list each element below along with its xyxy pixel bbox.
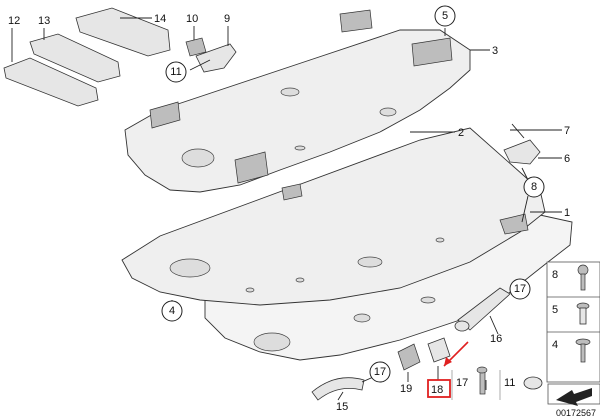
callout-1: 1 — [564, 207, 570, 219]
callout-9: 9 — [224, 13, 230, 25]
svg-text:4: 4 — [169, 305, 175, 317]
screw-icon — [577, 264, 589, 291]
clip-part-10 — [185, 37, 207, 57]
highlight-arrow — [443, 341, 469, 367]
legend-label-11: 11 — [504, 377, 515, 389]
svg-text:5: 5 — [442, 10, 448, 22]
fastener-legend: 8 5 4 — [546, 261, 600, 383]
grab-handle-16 — [454, 287, 511, 332]
screw-17 — [476, 366, 488, 395]
legend-label-8: 8 — [552, 269, 558, 281]
bolt-icon — [575, 338, 591, 363]
callout-circle-17-bottom: 17 — [369, 361, 391, 383]
legend-label-17: 17 — [456, 377, 468, 389]
cover-part-18 — [427, 337, 451, 363]
clip-11 — [523, 376, 543, 390]
callout-circle-8: 8 — [523, 176, 545, 198]
sun-visor-13 — [29, 33, 121, 83]
legend-label-5: 5 — [552, 304, 558, 316]
grab-handle-15 — [311, 377, 365, 401]
sun-visor-12 — [3, 57, 99, 107]
headliner-panel-3 — [124, 9, 471, 201]
callout-7: 7 — [564, 125, 570, 137]
callout-10: 10 — [186, 13, 198, 25]
svg-text:11: 11 — [170, 66, 181, 78]
svg-text:18: 18 — [431, 384, 443, 396]
callout-14: 14 — [154, 13, 166, 25]
legend-label-4: 4 — [552, 339, 558, 351]
callout-16: 16 — [490, 333, 502, 345]
callout-15: 15 — [336, 401, 348, 413]
headliner-panel-2 — [121, 127, 546, 306]
callout-19: 19 — [400, 383, 412, 395]
callout-highlight-18: 18 — [427, 379, 451, 398]
diagram-id: 00172567 — [556, 408, 596, 418]
wire-part-7 — [511, 123, 525, 139]
callout-circle-11: 11 — [165, 61, 187, 83]
clip-part-6 — [503, 139, 541, 165]
callout-circle-17-top: 17 — [509, 278, 531, 300]
svg-text:17: 17 — [374, 366, 386, 378]
sun-visor-14 — [75, 7, 171, 57]
callout-2: 2 — [458, 127, 464, 139]
svg-text:17: 17 — [514, 283, 526, 295]
callout-12: 12 — [8, 15, 20, 27]
callout-circle-4: 4 — [161, 300, 183, 322]
bracket-part-9 — [195, 43, 237, 73]
callout-circle-5: 5 — [434, 5, 456, 27]
callout-6: 6 — [564, 153, 570, 165]
cover-part-19 — [397, 343, 421, 371]
callout-13: 13 — [38, 15, 50, 27]
arrow-symbol-icon — [547, 383, 600, 406]
callout-3: 3 — [492, 45, 498, 57]
svg-text:8: 8 — [531, 181, 537, 193]
rivet-icon — [576, 302, 590, 325]
